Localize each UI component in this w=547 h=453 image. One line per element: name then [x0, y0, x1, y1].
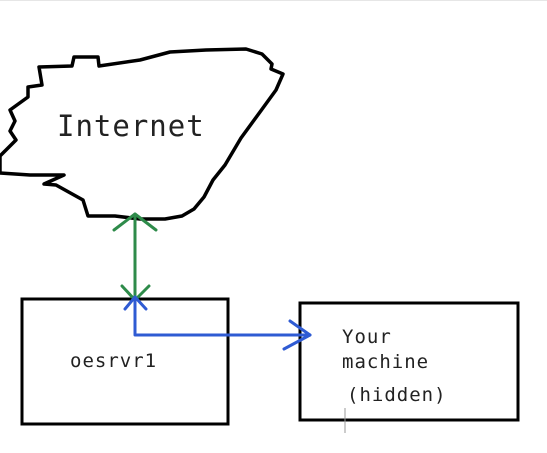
internet-link-arrow [112, 212, 158, 302]
arrowhead-up-blue [123, 295, 148, 311]
server-box [20, 297, 230, 426]
internet-cloud-shape [0, 47, 285, 221]
machine-label-line3: (hidden) [347, 384, 447, 406]
top-border [0, 0, 547, 1]
internet-label: Internet [57, 109, 205, 143]
arrowhead-up [112, 212, 158, 232]
machine-label-line1: Your [342, 326, 392, 348]
machine-link-arrow [123, 295, 312, 351]
machine-label-line2: machine [342, 351, 429, 373]
server-label: oesrvr1 [70, 350, 157, 372]
arrowhead-right [282, 319, 312, 351]
machine-box [298, 301, 520, 422]
